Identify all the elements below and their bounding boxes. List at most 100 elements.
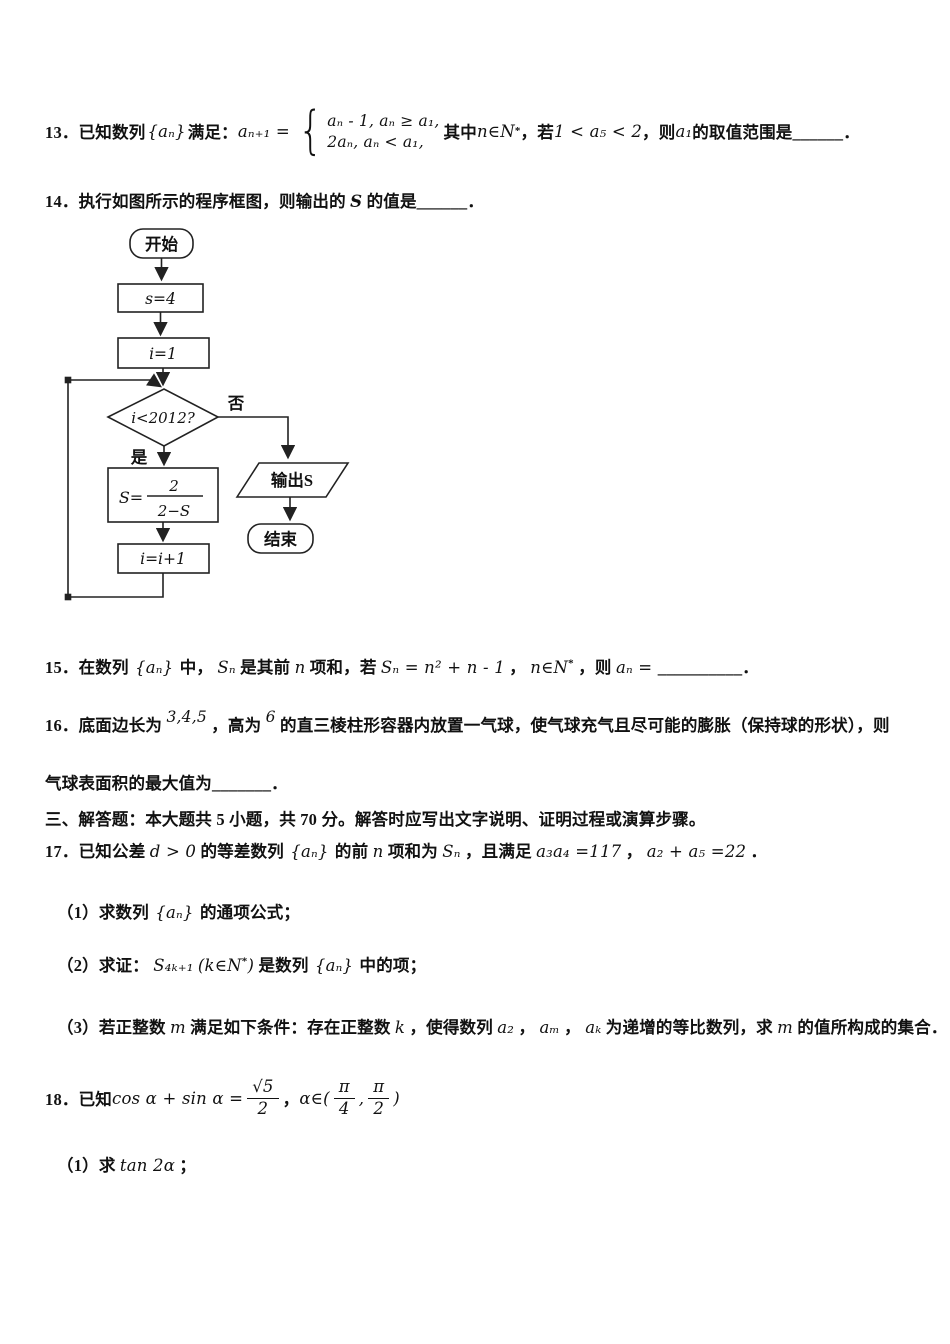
- flow-loop-line: [67, 373, 164, 598]
- q17p3-am-var: aₘ: [539, 1018, 560, 1037]
- q14-s-var: S: [350, 192, 363, 211]
- q14-text-pre: 14．执行如图所示的程序框图，则输出的: [45, 192, 351, 211]
- q17p3-text-mid3: 为递增的等比数列，求: [605, 1018, 778, 1037]
- question-15: 15．在数列 {aₙ} 中， Sₙ 是其前 n 项和，若 Sₙ = n² + n…: [45, 654, 759, 678]
- flow-frac-denominator: 2−S: [157, 502, 190, 520]
- q15-text-mid3: 项和，若: [309, 658, 381, 677]
- q13-case-1: aₙ - 1, aₙ ≥ a₁,: [327, 111, 440, 130]
- q17-d-positive: d > 0: [149, 842, 197, 861]
- q17p3-text-pre: （3）若正整数: [57, 1018, 170, 1037]
- question-18-part1: （1）求 tan 2α ；: [57, 1152, 196, 1176]
- q18-pi-over-4: π 4: [333, 1077, 355, 1119]
- q15-text-mid2: 是其前: [240, 658, 295, 677]
- q13-inequality: 1 < a₅ < 2: [553, 121, 643, 141]
- q13-sequence-notation: {aₙ}: [147, 121, 186, 141]
- q15-text-mid1: 中，: [179, 658, 214, 677]
- q16-text-pre: 16．底面边长为: [45, 716, 163, 735]
- flowchart: 开始 s=4 i=1 i<2012? 否 是 S= 2 2−S i=i+1 输出…: [64, 228, 350, 601]
- question-17-part2: （2）求证： S₄ₖ₊₁ (k∈N*) 是数列 {aₙ} 中的项；: [57, 952, 426, 976]
- q13-text-tail: 的取值范围是______．: [692, 123, 860, 142]
- q16-height-value: 6: [265, 708, 276, 726]
- q13-text-where: 其中: [443, 123, 477, 142]
- q17p2-text-mid: 是数列: [258, 956, 309, 975]
- q18-pi2-den: 2: [373, 1098, 385, 1118]
- q13-a1-var: a₁: [675, 121, 693, 141]
- q15-an-var: aₙ =: [615, 658, 658, 677]
- flow-no-label: 否: [227, 394, 245, 413]
- q18-frac-num: √5: [247, 1077, 279, 1099]
- q14-text-tail: 的值是______．: [366, 192, 485, 211]
- q13-nstar-sup: *: [514, 125, 521, 137]
- q16-side-lengths: 3,4,5: [166, 708, 207, 726]
- q13-text-if: ，若: [520, 123, 554, 142]
- q15-sequence-notation: {aₙ}: [135, 658, 174, 677]
- q13-text-pre: 13．已知数列: [45, 123, 146, 142]
- flow-arrow-no-branch: [218, 416, 296, 460]
- q18p1-text-tail: ；: [179, 1156, 197, 1175]
- q17p3-text-mid1: 满足如下条件：存在正整数: [190, 1018, 395, 1037]
- q17p2-sequence-notation: {aₙ}: [314, 956, 354, 975]
- flow-end-node: [247, 523, 314, 554]
- question-13: 13．已知数列 {aₙ} 满足： aₙ₊₁ = { aₙ - 1, aₙ ≥ a…: [45, 97, 860, 165]
- q16-text-line1tail: 的直三棱柱形容器内放置一气球，使气球充气且尽可能的膨胀（保持球的形状），则: [280, 716, 890, 735]
- q17p3-a2-var: a₂: [497, 1018, 515, 1037]
- q16-text-mid1: ，高为: [211, 716, 262, 735]
- q13-text-then: ，则: [642, 123, 676, 142]
- q17p2-text-tail: 中的项；: [359, 956, 427, 975]
- q18-lhs: cos α + sin α =: [112, 1088, 244, 1108]
- q17p2-s4k-var: S₄ₖ₊₁: [153, 956, 194, 975]
- flow-loop-joint-top: [64, 376, 72, 384]
- flow-i1-label: i=1: [149, 345, 177, 363]
- q18-comma: ，: [282, 1090, 300, 1109]
- q18-alpha-in: α∈(: [299, 1088, 330, 1108]
- q17p3-text-mid2: ，使得数列: [409, 1018, 498, 1037]
- q15-sn-var: Sₙ: [217, 658, 236, 677]
- flow-assign-lhs: S=: [119, 488, 143, 507]
- q15-text-mid4: ，: [509, 658, 526, 677]
- flow-start-label: 开始: [145, 234, 179, 254]
- q17p2-nstar-sup: *: [241, 955, 248, 968]
- q17-text-pre: 17．已知公差: [45, 842, 150, 861]
- flow-yes-label: 是: [130, 448, 148, 467]
- q17-text-mid2: 的前: [334, 842, 373, 861]
- q17-comma: ，: [625, 842, 643, 861]
- q13-piecewise: { aₙ - 1, aₙ ≥ a₁, 2aₙ, aₙ < a₁,: [294, 105, 440, 157]
- q13-n-in-nstar: n∈N: [476, 121, 515, 141]
- q17p3-k-var: k: [394, 1018, 406, 1037]
- q13-case-2: 2aₙ, aₙ < a₁,: [327, 132, 424, 151]
- q16-text-line2: 气球表面积的最大值为_______．: [45, 774, 288, 793]
- q17-eq1: a₃a₄ =117: [536, 842, 622, 861]
- q17-period: ．: [750, 842, 768, 861]
- q17-eq2: a₂ + a₅ =22: [646, 842, 747, 861]
- q17p3-comma1: ，: [518, 1018, 536, 1037]
- flow-output-label: 输出S: [271, 470, 313, 490]
- q15-blank: __________．: [657, 658, 759, 677]
- q17p2-paren-close: ): [247, 956, 255, 975]
- q18-pi-over-2: π 2: [368, 1077, 390, 1119]
- q18p1-expr: tan 2α: [119, 1156, 176, 1175]
- q17-sequence-notation: {aₙ}: [290, 842, 329, 861]
- question-16-line1: 16．底面边长为 3,4,5 ，高为 6 的直三棱柱形容器内放置一气球，使气球充…: [45, 708, 890, 736]
- section-3-heading: 三、解答题：本大题共 5 小题，共 70 分。解答时应写出文字说明、证明过程或演…: [45, 806, 706, 830]
- q18p1-text-pre: （1）求: [57, 1156, 120, 1175]
- flow-decision-label: i<2012?: [131, 409, 196, 427]
- flow-end-label: 结束: [264, 529, 298, 549]
- question-17-part3: （3）若正整数 m 满足如下条件：存在正整数 k ，使得数列 a₂ ， aₘ ，…: [57, 1014, 948, 1038]
- flow-s4-label: s=4: [145, 290, 176, 308]
- q17p2-text-pre: （2）求证：: [57, 956, 149, 975]
- q15-text-mid5: ，则: [578, 658, 616, 677]
- q17-text-mid4: ，且满足: [464, 842, 537, 861]
- q17p1-text-tail: 的通项公式；: [199, 903, 301, 922]
- q17p1-text-pre: （1）求数列: [57, 903, 149, 922]
- q15-nstar-sup: *: [568, 657, 574, 670]
- q17-text-mid3: 项和为: [387, 842, 443, 861]
- question-17-part1: （1）求数列 {aₙ} 的通项公式；: [57, 899, 300, 923]
- section-3-heading-text: 三、解答题：本大题共 5 小题，共 70 分。解答时应写出文字说明、证明过程或演…: [45, 810, 706, 829]
- q18-paren-close: ): [393, 1088, 400, 1108]
- q18-text-pre: 18．已知: [45, 1090, 112, 1109]
- q17-sn-var: Sₙ: [442, 842, 461, 861]
- question-17: 17．已知公差 d > 0 的等差数列 {aₙ} 的前 n 项和为 Sₙ ，且满…: [45, 838, 767, 862]
- q17p1-sequence-notation: {aₙ}: [155, 903, 194, 922]
- q17p3-ak-var: aₖ: [585, 1018, 602, 1037]
